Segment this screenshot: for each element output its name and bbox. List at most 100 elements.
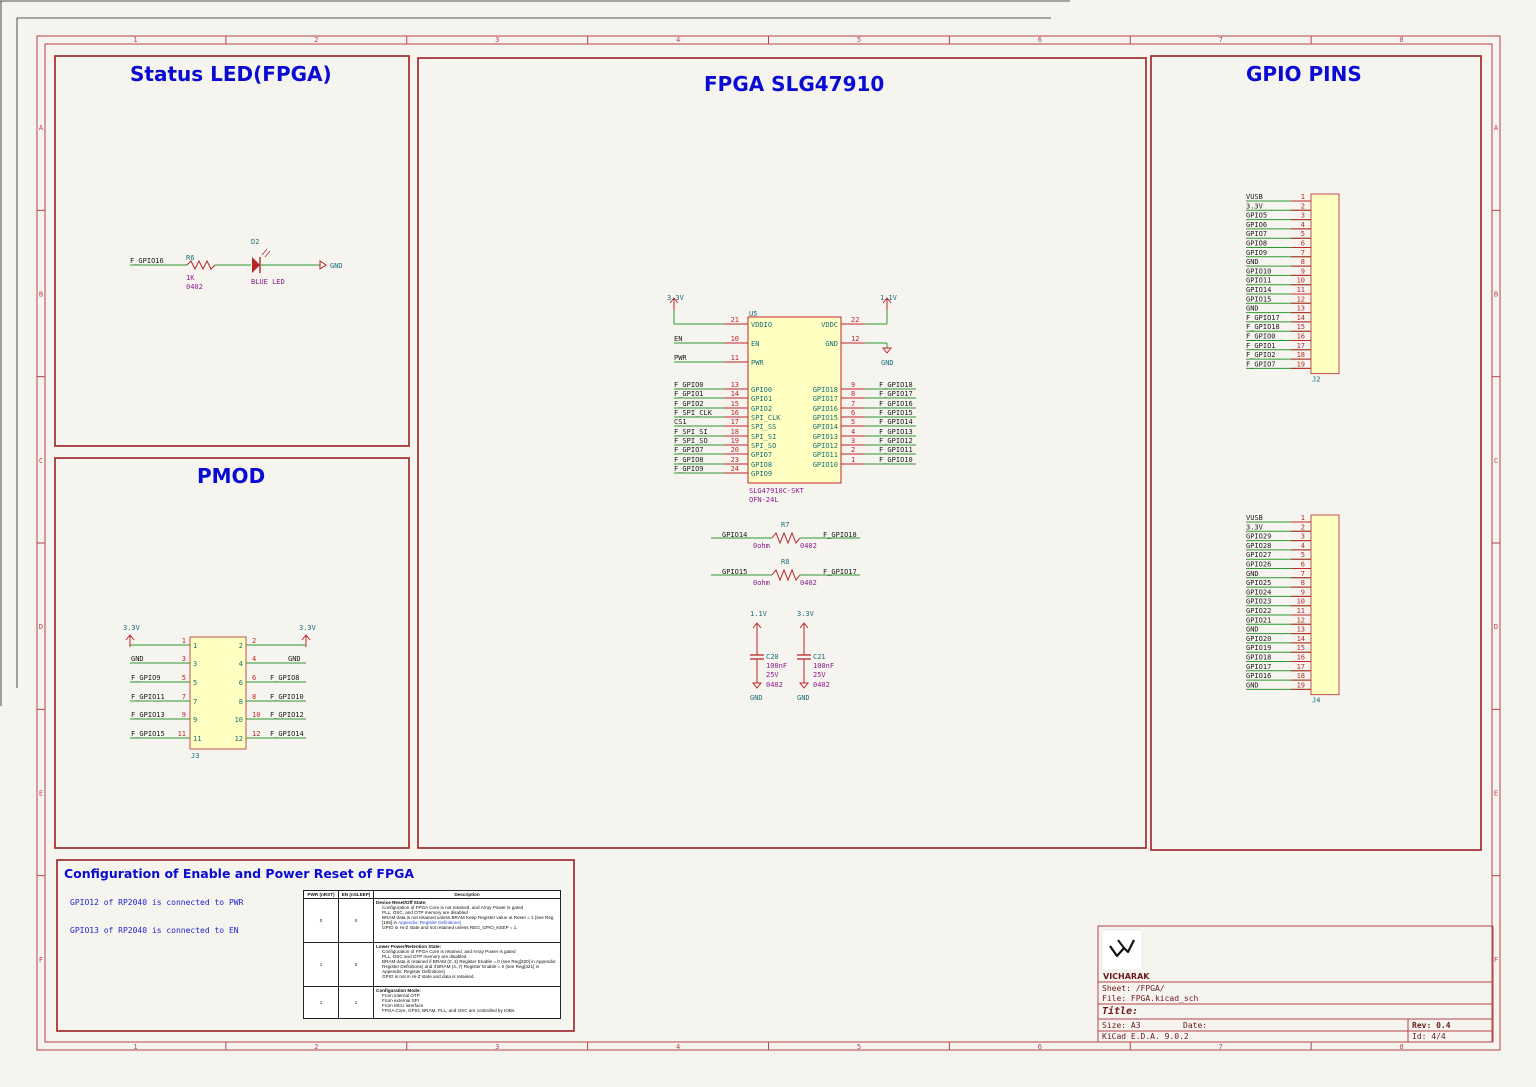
pin-number: 5 <box>182 674 186 682</box>
pin-number: 20 <box>731 446 739 454</box>
pin-number: 5 <box>1301 230 1305 238</box>
kicad-version: KiCad E.D.A. 9.0.2 <box>1102 1032 1189 1041</box>
pin-number: 8 <box>851 390 855 398</box>
net-label: GPIO17 <box>1246 663 1271 671</box>
net-label: GPIO10 <box>1246 267 1271 275</box>
column-mark: 1 <box>133 1043 137 1051</box>
pin-name: GPIO1 <box>751 395 772 403</box>
cap-package: 0402 <box>766 681 783 689</box>
title-block <box>1097 925 1494 1043</box>
table-cell-description: Lower Power/Retention State: Configurati… <box>373 942 561 987</box>
power-label: 3.3V <box>797 610 815 618</box>
column-mark: 6 <box>1038 1043 1042 1051</box>
pmod-power-left-arrow <box>125 634 135 641</box>
status-led-title: Status LED(FPGA) <box>130 62 332 86</box>
net-label: GPIO27 <box>1246 551 1271 559</box>
pin-name: GPIO15 <box>813 414 838 422</box>
column-mark: 5 <box>857 36 861 44</box>
pin-number: 4 <box>1301 542 1305 550</box>
pin-number: 19 <box>1297 360 1305 368</box>
net-label: CS1 <box>674 418 687 426</box>
pin-number: 4 <box>252 655 256 663</box>
net-label: GPIO16 <box>1246 672 1271 680</box>
row-item: BRAM data is not retained unless BRAM Ke… <box>382 915 558 925</box>
vicharak-logo <box>1101 929 1143 971</box>
gpio-box <box>1150 55 1482 851</box>
column-mark: 8 <box>1399 36 1403 44</box>
net-label: GND <box>131 655 144 663</box>
fpga-title: FPGA SLG47910 <box>704 72 885 96</box>
row-mark: F <box>1494 956 1498 964</box>
net-label: GPIO19 <box>1246 644 1271 652</box>
power-label: 1.1V <box>880 294 898 302</box>
pin-name: 12 <box>235 735 243 743</box>
net-label: F_GPIO10 <box>270 693 304 701</box>
net-label: F_GPIO18 <box>823 531 857 539</box>
net-label: F_SPI_CLK <box>674 409 713 417</box>
net-label: GND <box>1246 570 1259 578</box>
row-item: PLL, OSC, and OTP memory are disabled <box>382 910 558 915</box>
pin-name: GPIO9 <box>751 470 772 478</box>
row-item: From MCU interface <box>382 1003 558 1008</box>
pin-number: 23 <box>731 456 739 464</box>
table-cell-en: 1 <box>338 986 374 1019</box>
row-mark: A <box>39 124 44 132</box>
register-link[interactable]: Appendix: Register Definitions) <box>398 920 462 925</box>
pin-number: 4 <box>1301 221 1305 229</box>
column-mark: 3 <box>495 1043 499 1051</box>
pin-number: 14 <box>1297 635 1305 643</box>
net-label: GPIO7 <box>1246 230 1267 238</box>
net-label: F_GPIO18 <box>879 381 913 389</box>
net-label: GPIO29 <box>1246 533 1271 541</box>
pin-number: 7 <box>851 400 855 408</box>
pin-number: 1 <box>1301 193 1305 201</box>
net-label: F_GPIO10 <box>879 456 913 464</box>
table-header-en: EN (nSLEEP) <box>338 890 374 899</box>
pin-number: 1 <box>1301 514 1305 522</box>
status-led-box <box>54 55 410 447</box>
pin-name: GPIO11 <box>813 451 838 459</box>
column-mark: 2 <box>314 36 318 44</box>
pmod-body <box>189 636 247 750</box>
row-item: From external SPI <box>382 998 558 1003</box>
pin-name: GPIO14 <box>813 423 838 431</box>
pmod-title: PMOD <box>197 464 266 488</box>
pin-number: 16 <box>1297 333 1305 341</box>
resistor-ref: R8 <box>781 558 789 566</box>
pmod-box <box>54 457 410 849</box>
config-title: Configuration of Enable and Power Reset … <box>64 866 415 881</box>
net-label: F_GPIO17 <box>823 568 857 576</box>
row-item: GPIO is not in Hi-Z state and data is re… <box>382 974 558 979</box>
net-label: GPIO8 <box>1246 240 1267 248</box>
net-label: F_GPIO0 <box>1246 333 1276 341</box>
pin-number: 3 <box>1301 212 1305 220</box>
revision: Rev: 0.4 <box>1412 1021 1451 1030</box>
row-mark: A <box>1494 124 1499 132</box>
fpga-ref: U5 <box>749 310 757 318</box>
pin-number: 14 <box>731 390 739 398</box>
table-cell-pwr: 0 <box>303 898 339 943</box>
power-label: 1.1V <box>750 610 768 618</box>
pin-name: GPIO2 <box>751 405 772 413</box>
row-item: FPGA Core, GPIO, BRAM, PLL, and OSC are … <box>382 1008 558 1013</box>
cap-ref: C20 <box>766 653 779 661</box>
pin-number: 8 <box>1301 579 1305 587</box>
pin-name: 7 <box>193 698 197 706</box>
row-mark: E <box>39 790 43 798</box>
net-label: F_GPIO1 <box>674 390 704 398</box>
pin-number: 17 <box>1297 342 1305 350</box>
net-label: F_GPIO15 <box>879 409 913 417</box>
table-cell-description: Configuration Mode: From internal OTP Fr… <box>373 986 561 1019</box>
row-mark: F <box>39 956 43 964</box>
table-cell-en: 0 <box>338 942 374 987</box>
pin-name: EN <box>751 340 759 348</box>
net-label: F_GPIO12 <box>879 437 913 445</box>
column-mark: 8 <box>1399 1043 1403 1051</box>
pin-number: 12 <box>851 335 859 343</box>
table-row: 0 X Device Reset/Off State: Configuratio… <box>303 898 561 943</box>
pin-number: 5 <box>851 418 855 426</box>
table-cell-pwr: 1 <box>303 942 339 987</box>
pin-name: GPIO7 <box>751 451 772 459</box>
